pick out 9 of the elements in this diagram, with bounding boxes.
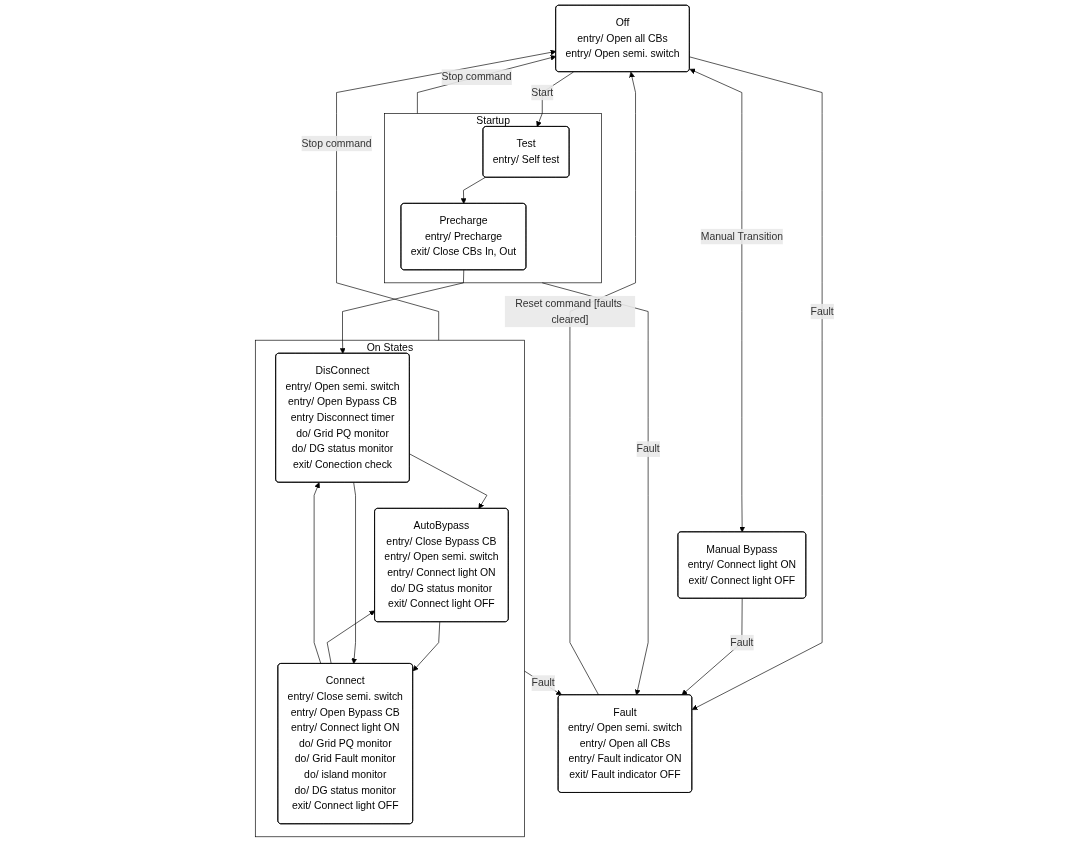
- edge-label: Start: [531, 86, 554, 98]
- edge-label: Fault: [810, 305, 834, 317]
- edge-label: Reset command [faults cleared]: [515, 297, 622, 325]
- edge-label: Stop command: [441, 71, 512, 83]
- edge-label: Fault: [730, 636, 754, 648]
- edge-label: Fault: [531, 677, 555, 689]
- edge-label: Manual Transition: [700, 230, 784, 242]
- edge-label: Fault: [636, 443, 660, 455]
- edge-label: Stop command: [301, 137, 372, 149]
